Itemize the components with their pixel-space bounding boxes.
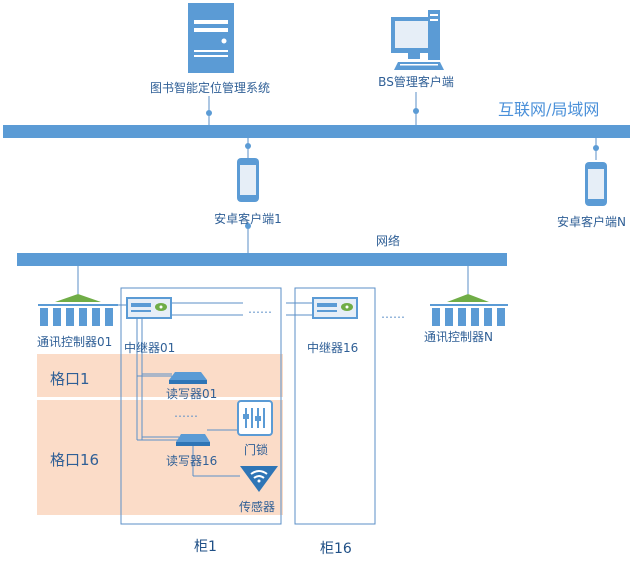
- controller-n-icon: [430, 294, 508, 326]
- server-icon: [188, 3, 234, 73]
- relay-16-label: 中继器16: [307, 341, 359, 355]
- slot-16-label: 格口16: [50, 451, 100, 469]
- relay-16-icon: [312, 297, 358, 319]
- android-client-n-label: 安卓客户端N: [557, 215, 626, 229]
- controller-01-icon: [38, 294, 118, 326]
- cabinet-16-label: 柜16: [320, 541, 352, 557]
- slot-1-label: 格口1: [50, 370, 90, 388]
- android-client-1-label: 安卓客户端1: [214, 212, 282, 226]
- library-system-label: 图书智能定位管理系统: [149, 81, 271, 95]
- reader-16-icon: [176, 434, 210, 446]
- relay-01-label: 中继器01: [124, 341, 176, 355]
- android-phone-1-icon: [237, 138, 259, 202]
- reader-01-icon: [169, 372, 207, 384]
- dots-readers: ……: [174, 406, 198, 420]
- relay-01-icon: [126, 297, 172, 319]
- internet-label: 互联网/局域网: [498, 100, 600, 119]
- desktop-computer-icon: [391, 10, 444, 70]
- android-phone-n-icon: [585, 138, 607, 206]
- network-bus: [17, 253, 507, 266]
- cabinet-1-box: [120, 287, 282, 525]
- reader-01-label: 读写器01: [166, 387, 218, 401]
- sensor-icon: [240, 466, 278, 492]
- dots-controllers: ……: [381, 307, 405, 321]
- door-lock-label: 门锁: [244, 443, 269, 457]
- internet-bus: [3, 125, 630, 138]
- reader-16-label: 读写器16: [166, 454, 218, 468]
- cabinet-1-label: 柜1: [194, 539, 217, 555]
- bs-client-label: BS管理客户端: [378, 75, 454, 89]
- network-label: 网络: [376, 234, 401, 248]
- door-lock-icon: [237, 400, 273, 436]
- cabinet-16-box: [294, 287, 376, 525]
- controller-01-label: 通讯控制器01: [37, 335, 113, 349]
- controller-n-label: 通讯控制器N: [424, 330, 493, 344]
- dots-cabinet-link: ……: [248, 302, 272, 316]
- sensor-label: 传感器: [239, 500, 276, 514]
